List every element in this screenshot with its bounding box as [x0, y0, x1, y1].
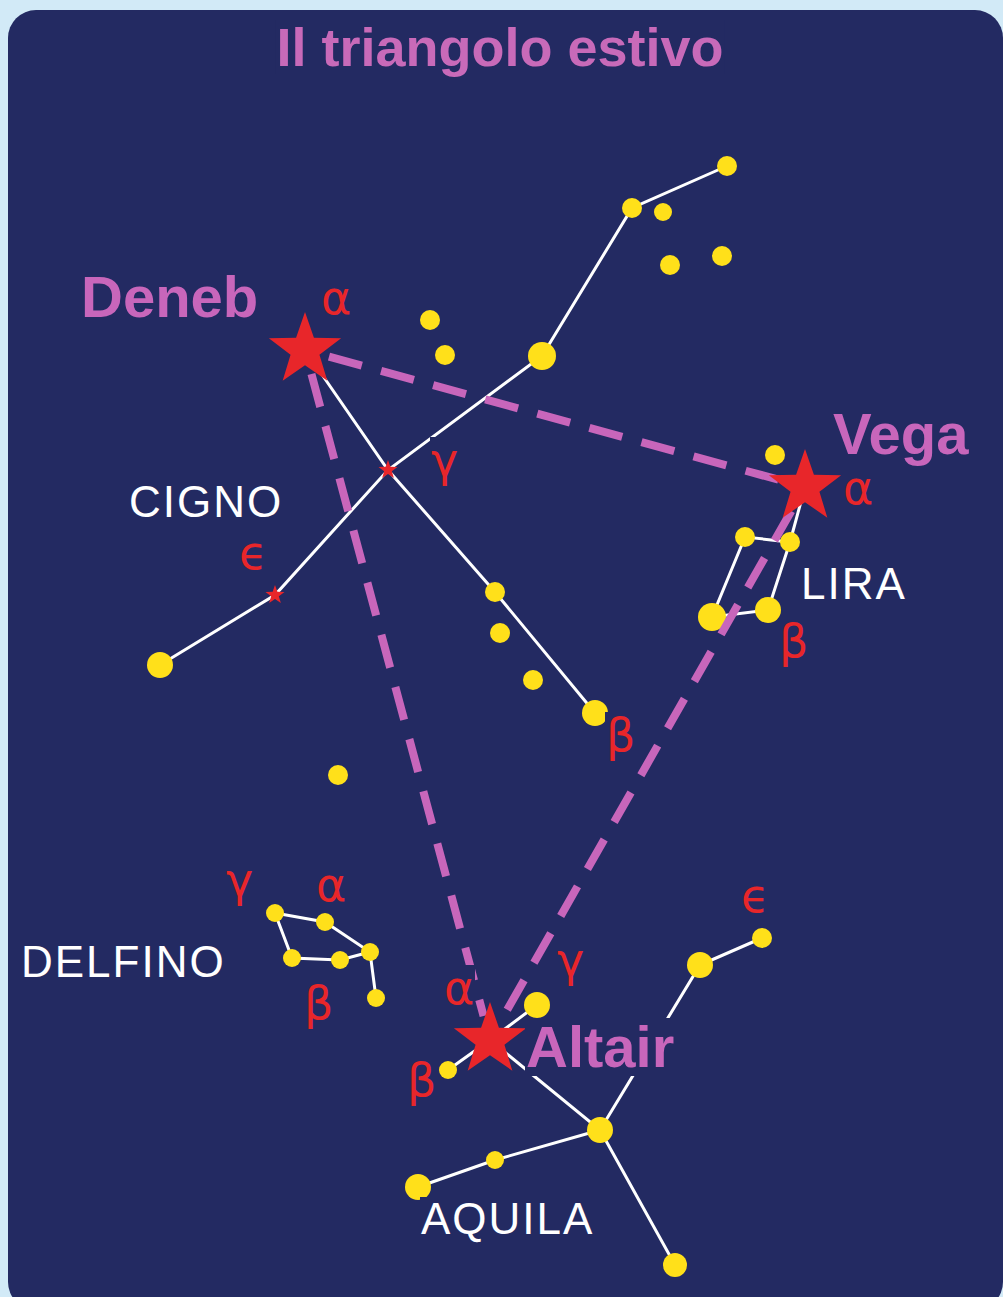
greek-letter: α	[320, 275, 352, 321]
constellation-name: CIGNO	[128, 480, 284, 524]
star-symbol	[265, 310, 345, 390]
greek-letter: ϵ	[740, 873, 770, 919]
constellation-name: LIRA	[800, 562, 908, 606]
greek-letter: γ	[556, 937, 585, 983]
greek-letter: ϵ	[238, 530, 268, 576]
small-star	[378, 460, 397, 478]
greek-letter: β	[406, 1057, 437, 1103]
greek-letter: γ	[225, 857, 254, 903]
greek-letter: α	[315, 862, 347, 908]
star-symbol	[450, 1000, 530, 1080]
sky-panel	[8, 10, 1003, 1297]
greek-letter: β	[303, 980, 334, 1026]
constellation-name: AQUILA	[420, 1197, 595, 1241]
bright-star: Denebα	[265, 310, 345, 390]
diagram-title: Il triangolo estivo	[275, 20, 724, 74]
bright-star: Altairα	[450, 1000, 530, 1080]
constellation-name: DELFINO	[20, 940, 227, 984]
greek-letter: α	[842, 465, 874, 511]
triangle-side	[311, 374, 483, 1016]
bright-star: Vegaα	[765, 447, 845, 527]
triangle-side	[504, 511, 792, 1016]
greek-letter: γ	[430, 437, 459, 483]
constellation-lines	[160, 166, 805, 1265]
star-name: Altair	[525, 1018, 675, 1076]
triangle-side	[329, 357, 781, 481]
greek-letter: β	[778, 618, 809, 664]
greek-letter: α	[443, 965, 475, 1011]
small-star	[265, 585, 284, 603]
star-name: Vega	[832, 405, 969, 463]
greek-letter: β	[605, 712, 636, 758]
star-name: Deneb	[80, 268, 259, 326]
